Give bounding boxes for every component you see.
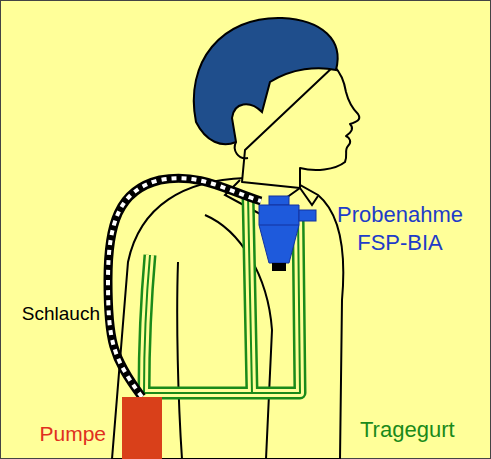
collar: [300, 188, 318, 205]
sampler-head: Probenahme FSP-BIA: [255, 195, 317, 275]
hair: [194, 18, 338, 144]
arm-line: [177, 262, 182, 459]
node-label: Probenahme FSP-BIA: [325, 201, 475, 256]
tube: [108, 178, 261, 397]
harness: [144, 195, 300, 393]
node-label: Pumpe: [39, 421, 106, 447]
ear: [235, 142, 248, 158]
edge-label: Schlauch: [22, 303, 100, 325]
tube-stroke: [108, 178, 261, 397]
jacket: [112, 178, 343, 459]
part-label: Tragegurt: [360, 417, 455, 443]
pump-box: Pumpe: [122, 397, 162, 459]
tube-stroke: [108, 178, 261, 397]
sampler-shape: [255, 195, 317, 275]
arm-line: [205, 215, 272, 459]
